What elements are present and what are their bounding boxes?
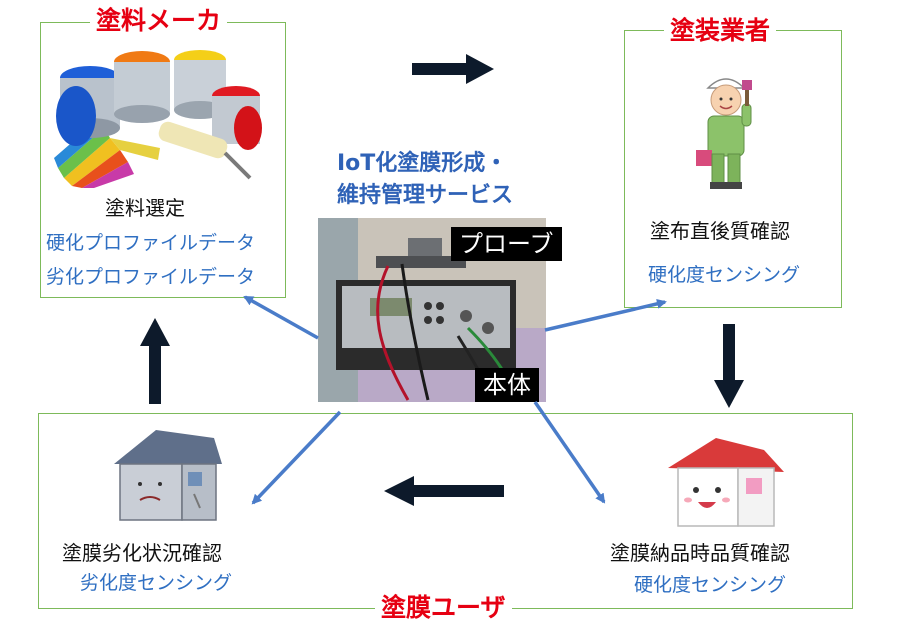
degradation-profile-text: 劣化プロファイルデータ bbox=[46, 266, 256, 288]
sad-house-icon bbox=[114, 430, 222, 521]
arrow-center-to-maker bbox=[243, 295, 319, 340]
body-tag: 本体 bbox=[475, 368, 539, 402]
painter-illustration bbox=[696, 78, 752, 189]
arrow-user-to-maker bbox=[140, 318, 170, 404]
sensor-device-photo bbox=[318, 218, 546, 402]
happy-house-icon bbox=[668, 438, 784, 527]
service-title-line2: 維持管理サービス bbox=[337, 183, 514, 208]
user-title: 塗膜ユーザ bbox=[375, 593, 512, 623]
delivery-quality-check-text: 塗膜納品時品質確認 bbox=[610, 541, 790, 565]
arrow-center-to-painter bbox=[544, 298, 667, 332]
arrow-painter-to-user bbox=[714, 324, 744, 408]
paint-maker-title: 塗料メーカ bbox=[90, 6, 228, 36]
user-curing-sensing-text: 硬化度センシング bbox=[634, 574, 787, 596]
curing-profile-text: 硬化プロファイルデータ bbox=[46, 232, 256, 254]
arrow-center-to-right-house bbox=[533, 401, 606, 504]
arrow-right-to-left-user bbox=[384, 476, 504, 506]
post-application-check-text: 塗布直後質確認 bbox=[650, 219, 790, 243]
service-title-line1: IoT化塗膜形成・ bbox=[337, 151, 508, 176]
degradation-check-text: 塗膜劣化状況確認 bbox=[62, 541, 222, 565]
arrow-center-to-left-house bbox=[251, 410, 342, 505]
paint-cans-illustration bbox=[54, 50, 262, 188]
arrow-maker-to-painter bbox=[412, 54, 494, 84]
painter-curing-sensing-text: 硬化度センシング bbox=[648, 264, 801, 286]
degradation-sensing-text: 劣化度センシング bbox=[80, 572, 233, 594]
painter-title: 塗装業者 bbox=[664, 16, 777, 46]
paint-selection-text: 塗料選定 bbox=[105, 196, 185, 220]
probe-tag: プローブ bbox=[451, 227, 562, 261]
